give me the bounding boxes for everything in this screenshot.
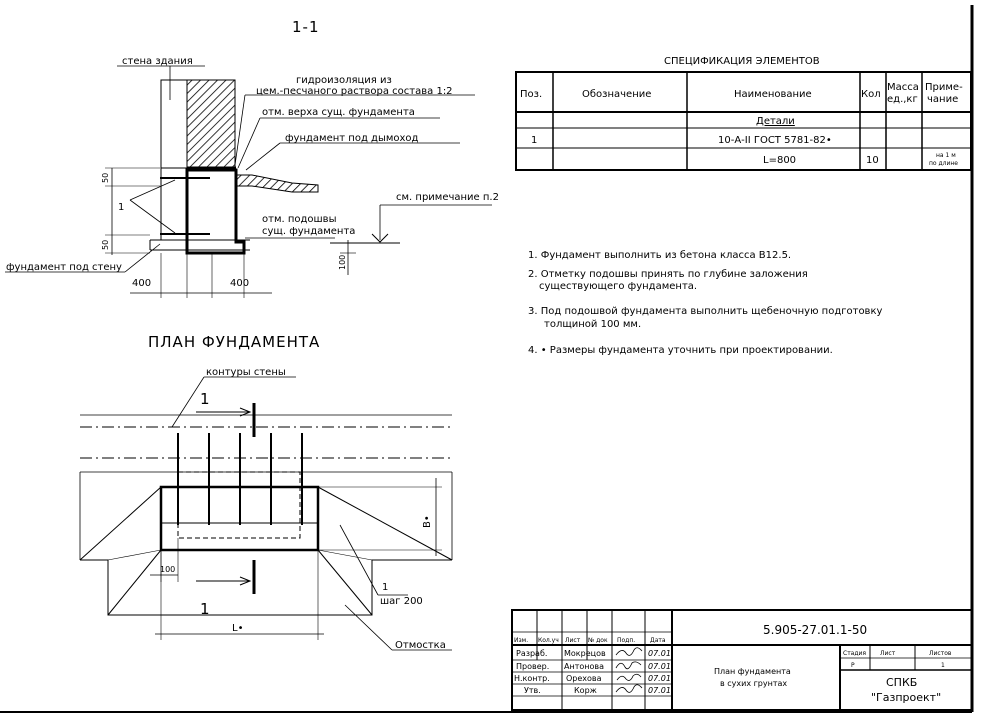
signature-3 (616, 673, 642, 681)
spec-header-note-2: чание (927, 94, 958, 105)
specification-table: СПЕЦИФИКАЦИЯ ЭЛЕМЕНТОВ Поз. Обозначение … (515, 56, 972, 171)
spec-header-mass-1: Масса (887, 82, 919, 93)
spec-section-details: Детали (756, 116, 795, 127)
dim-plan-100: 100 (160, 565, 175, 574)
doc-code: 5.905-27.01.1-50 (763, 623, 867, 637)
tb-header-izm: Изм. (514, 637, 528, 644)
note-3-line-1: 3. Под подошвой фундамента выполнить щеб… (528, 306, 882, 317)
tb-sheets: 1 (941, 662, 945, 669)
tb-role-2: Провер. (516, 662, 549, 671)
spec-header-pos: Поз. (520, 89, 542, 100)
dim-400-right: 400 (230, 278, 249, 289)
signature-1 (615, 647, 643, 656)
dim-100: 100 (338, 255, 347, 270)
tb-sheets-label: Листов (929, 650, 952, 657)
note-4: 4. • Размеры фундамента уточнить при про… (528, 345, 833, 356)
plan-title: ПЛАН ФУНДАМЕНТА (148, 333, 320, 351)
dim-plan-L: L• (232, 623, 243, 634)
label-pavement: Отмостка (395, 640, 446, 651)
tb-date-3: 07.01 (648, 674, 671, 683)
tb-name-4: Корж (574, 686, 597, 695)
tb-role-3: Н.контр. (514, 674, 550, 683)
note-3-line-2: толщиной 100 мм. (544, 319, 641, 330)
tb-role-4: Утв. (524, 686, 541, 695)
building-wall (160, 79, 188, 169)
label-top-mark: отм. верха сущ. фундамента (262, 107, 415, 118)
cut-mark-top-label: 1 (200, 390, 211, 408)
tb-name-2: Антонова (564, 662, 604, 671)
tb-header-sign: Подп. (617, 637, 635, 644)
spec-row2-note-2: по длине (929, 160, 958, 167)
tb-date-4: 07.01 (648, 686, 671, 695)
tb-stage-label: Стадия (843, 650, 866, 657)
dim-plan-B: B• (422, 515, 433, 528)
tb-header-doc: № док (588, 637, 608, 644)
org-name-1: СПКБ (886, 676, 917, 689)
note-2-line-2: существующего фундамента. (539, 281, 697, 292)
foundation-plan: ПЛАН ФУНДАМЕНТА контуры стены 1 1 (79, 333, 453, 651)
note-2-line-1: 2. Отметку подошвы принять по глубине за… (528, 269, 808, 280)
label-chimney-foundation: фундамент под дымоход (285, 133, 419, 144)
spec-row2-note-1: на 1 м (936, 152, 956, 159)
label-waterproofing-2: цем.-песчаного раствора состава 1:2 (256, 86, 453, 97)
spec-header-qty: Кол (861, 89, 881, 100)
tb-header-list: Лист (565, 637, 581, 644)
tb-date-1: 07.01 (648, 649, 671, 658)
signature-4 (615, 684, 643, 693)
spec-header-note-1: Приме- (925, 82, 963, 93)
label-base-mark-2: сущ. фундамента (262, 226, 355, 237)
spec-row1-name: 10-А-II ГОСТ 5781-82• (718, 135, 832, 146)
title-block: 5.905-27.01.1-50 Изм. Кол.уч Лист № док … (511, 609, 973, 711)
tb-name-1: Мокрецов (564, 649, 606, 658)
spec-row2-name: L=800 (763, 155, 796, 166)
tb-role-1: Разраб. (516, 649, 547, 658)
dim-50-bottom: 50 (101, 240, 110, 250)
spec-row2-qty: 10 (866, 155, 879, 166)
sheet-title-1: План фундамента (714, 667, 791, 676)
section-1-1: 1-1 стена здания гидроизоляция из цем.-п… (5, 18, 499, 298)
tb-name-3: Орехова (566, 674, 602, 683)
signature-2 (615, 661, 642, 670)
dim-50-top: 50 (101, 173, 110, 183)
cut-mark-bottom-label: 1 (200, 600, 211, 618)
label-wall-foundation: фундамент под стену (6, 262, 122, 273)
tb-header-kol: Кол.уч (538, 637, 559, 644)
label-step-mark: 1 (382, 582, 388, 593)
spec-header-mass-2: ед.,кг (887, 94, 918, 105)
tb-header-date: Дата (650, 637, 666, 644)
existing-wall-hatch (186, 79, 236, 169)
ground-slope (235, 174, 319, 193)
spec-header-name: Наименование (734, 89, 812, 100)
label-step: шаг 200 (380, 596, 423, 607)
label-mark-1: 1 (118, 202, 124, 213)
spec-header-designation: Обозначение (582, 89, 651, 100)
label-wall-contours: контуры стены (206, 367, 286, 378)
tb-stage: Р (851, 662, 855, 669)
dim-400-left: 400 (132, 278, 151, 289)
label-waterproofing-1: гидроизоляция из (296, 75, 392, 86)
label-base-mark-1: отм. подошвы (262, 214, 336, 225)
spec-title: СПЕЦИФИКАЦИЯ ЭЛЕМЕНТОВ (664, 56, 820, 67)
section-title: 1-1 (292, 18, 320, 36)
note-1: 1. Фундамент выполнить из бетона класса … (528, 250, 791, 261)
sheet-title-2: в сухих грунтах (720, 679, 787, 688)
tb-date-2: 07.01 (648, 662, 671, 671)
tb-sheet-label: Лист (880, 650, 896, 657)
label-wall: стена здания (122, 56, 193, 67)
spec-row1-pos: 1 (531, 135, 537, 146)
org-name-2: "Газпроект" (871, 691, 941, 704)
notes: 1. Фундамент выполнить из бетона класса … (528, 250, 882, 356)
label-note-ref: см. примечание п.2 (396, 192, 499, 203)
